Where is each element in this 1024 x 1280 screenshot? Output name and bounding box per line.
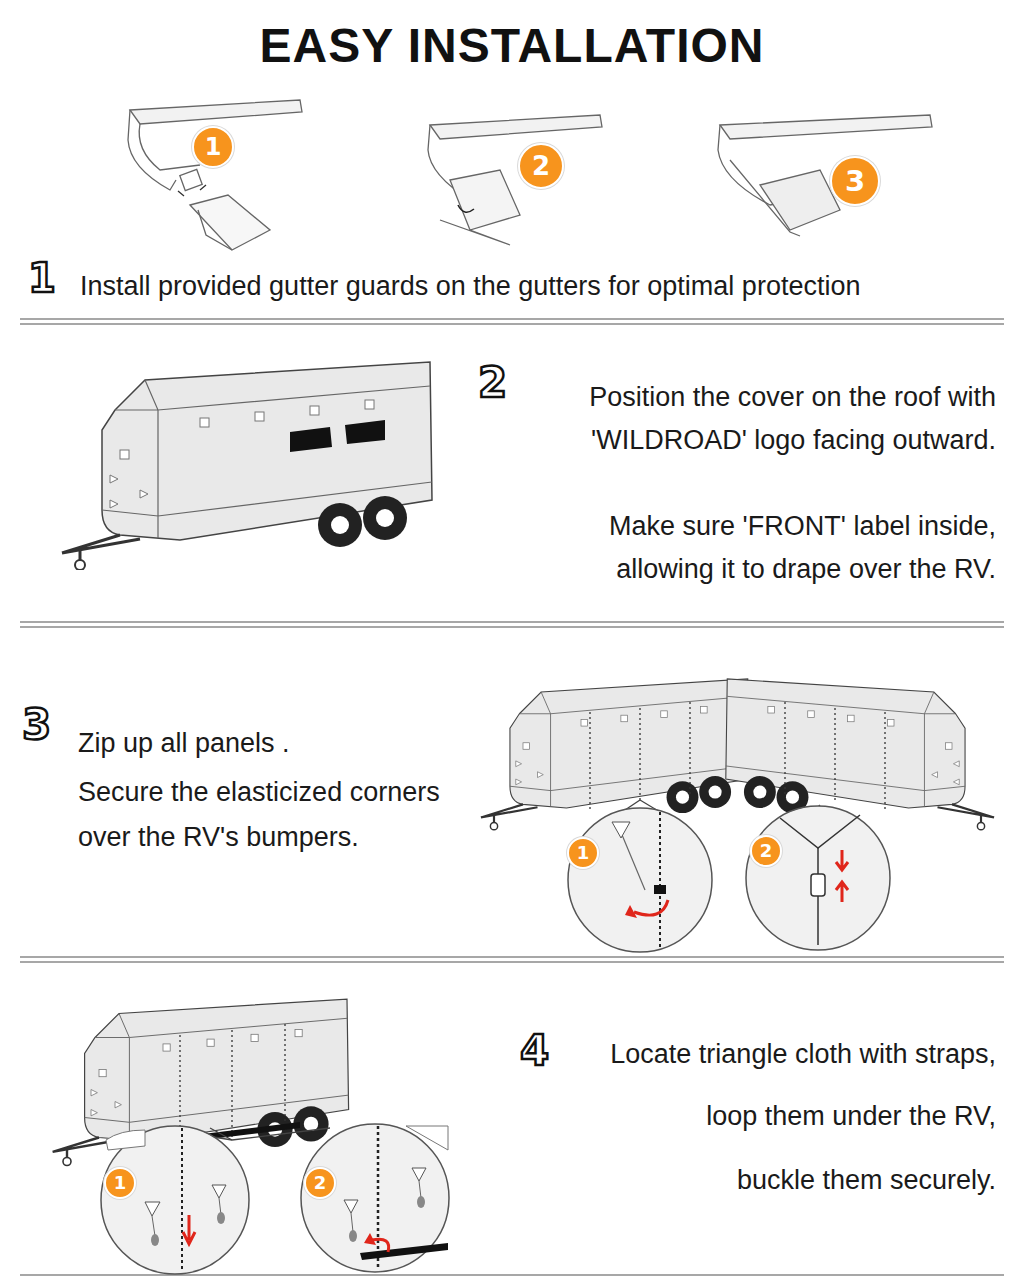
instruction-text: Install provided gutter guards on the gu… (80, 270, 860, 302)
callout-number: 2 (532, 153, 550, 179)
callout-number: 1 (114, 1174, 127, 1192)
instruction-text: buckle them securely. (737, 1164, 996, 1196)
instruction-text: Position the cover on the roof with 'WIL… (516, 376, 996, 462)
magnifier (746, 805, 890, 950)
instruction-text: loop them under the RV, (706, 1100, 996, 1132)
gutter-step-3 (718, 115, 932, 236)
callout-number: 1 (205, 135, 222, 159)
magnifier (568, 800, 712, 952)
separator (20, 319, 1004, 1275)
callout-number: 1 (577, 844, 590, 862)
step-number: 2 (478, 360, 524, 406)
callout-circle: 2 (750, 835, 782, 867)
step-number: 3 (22, 702, 68, 748)
callout-number: 3 (845, 167, 865, 196)
callout-circle: 1 (104, 1167, 136, 1199)
instruction-text: Make sure 'FRONT' label inside, allowing… (551, 505, 996, 591)
callout-circle: 3 (830, 156, 880, 206)
instruction-text: Locate triangle cloth with straps, (610, 1038, 996, 1070)
magnifier (101, 1126, 249, 1274)
step-number: 1 (28, 256, 68, 300)
instruction-text: Zip up all panels . (78, 727, 290, 759)
callout-circle: 2 (518, 143, 564, 189)
callout-circle: 1 (567, 837, 599, 869)
instruction-text: Secure the elasticized corners over the … (78, 770, 473, 860)
step-number: 4 (520, 1028, 566, 1074)
gutter-step-2 (428, 115, 602, 245)
title: EASY INSTALLATION (0, 18, 1024, 73)
callout-number: 2 (760, 842, 773, 860)
gutter-step-1 (128, 100, 302, 250)
magnifier (232, 1124, 449, 1272)
callout-circle: 2 (304, 1167, 336, 1199)
callout-circle: 1 (192, 126, 234, 168)
callout-number: 2 (314, 1174, 327, 1192)
